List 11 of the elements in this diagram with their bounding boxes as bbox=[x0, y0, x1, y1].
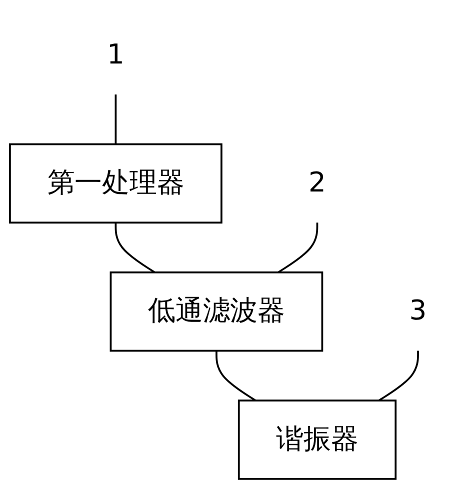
node-text: 2 bbox=[308, 168, 326, 199]
connector bbox=[378, 350, 419, 402]
node-box: 第一处理器 bbox=[9, 143, 222, 224]
node-text: 3 bbox=[409, 296, 427, 328]
connector bbox=[114, 94, 117, 144]
connector bbox=[216, 350, 256, 402]
node-text: 1 bbox=[106, 40, 124, 71]
connector bbox=[114, 222, 156, 274]
node-box: 低通滤波器 bbox=[110, 271, 324, 352]
connector bbox=[278, 222, 318, 274]
node-box: 谐振器 bbox=[238, 400, 397, 480]
